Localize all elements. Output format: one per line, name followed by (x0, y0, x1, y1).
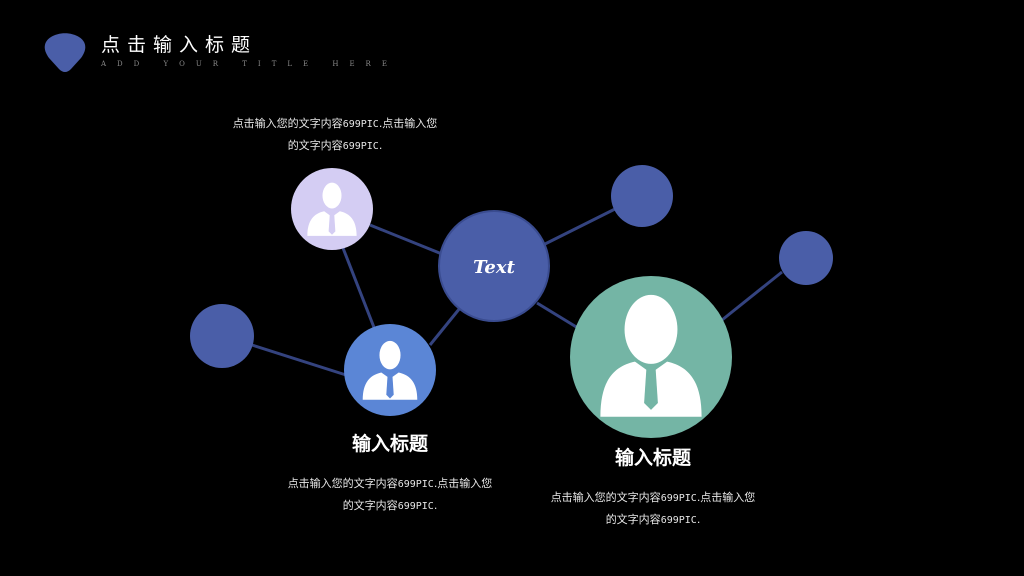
connector-line (536, 301, 579, 330)
decor-node (779, 231, 833, 285)
decor-node (190, 304, 254, 368)
user-avatar-icon (600, 294, 702, 417)
connector-lines (251, 207, 783, 377)
connector-line (341, 247, 377, 331)
right-section-heading: 输入标题 (614, 447, 691, 469)
page-title: 点击输入标题 (101, 34, 258, 56)
left-section-description: 点击输入您的文字内容699PIC.点击输入您 的文字内容699PIC. (287, 477, 493, 512)
logo-heart-icon (44, 33, 86, 72)
connector-line (721, 270, 783, 322)
avatar-node-left (344, 324, 436, 416)
avatar-node-top (291, 168, 373, 250)
page-subtitle: ADD YOUR TITLE HERE (101, 60, 398, 68)
center-node-label: Text (473, 257, 516, 278)
center-node (438, 210, 550, 322)
connector-line (428, 307, 462, 346)
right-section-description: 点击输入您的文字内容699PIC.点击输入您 的文字内容699PIC. (550, 491, 756, 526)
user-avatar-icon (362, 340, 418, 400)
connector-line (369, 223, 443, 256)
left-section-heading: 输入标题 (351, 433, 428, 455)
avatar-node-right (570, 276, 732, 438)
connector-line (544, 207, 616, 246)
connector-line (251, 343, 347, 377)
top-description: 点击输入您的文字内容699PIC.点击输入您 的文字内容699PIC. (232, 117, 438, 152)
decor-node (611, 165, 673, 227)
user-avatar-icon (307, 182, 357, 236)
